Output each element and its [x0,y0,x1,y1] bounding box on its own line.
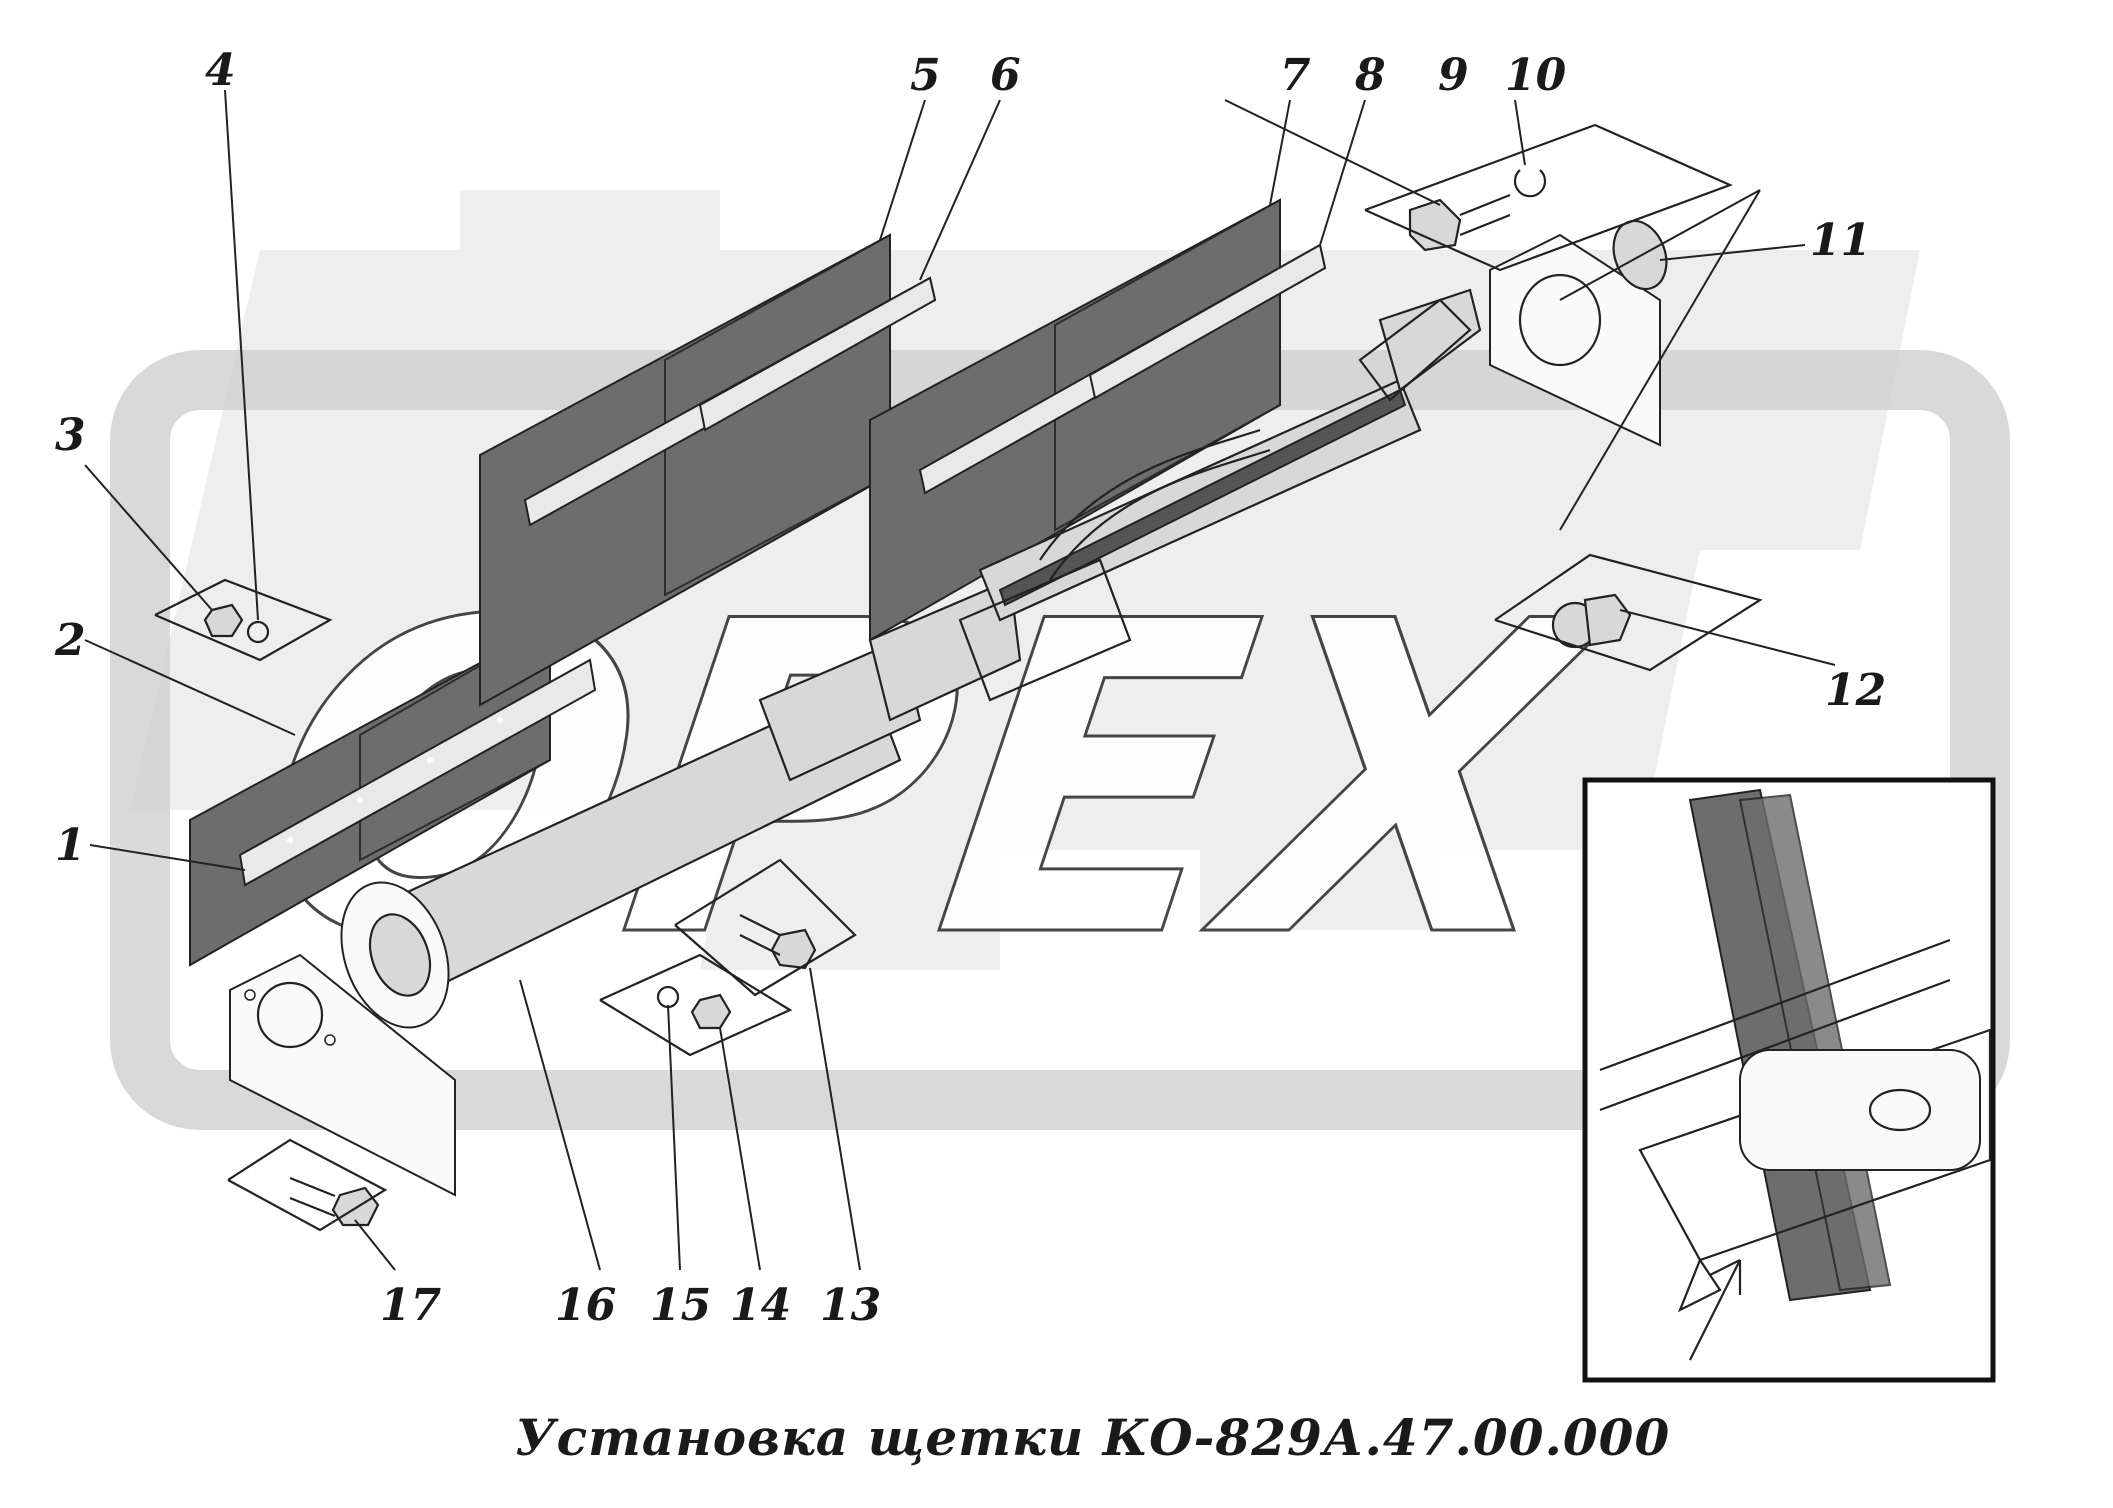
callout-11: 11 [1810,215,1871,266]
callout-1: 1 [55,820,86,871]
callout-17: 17 [380,1280,442,1331]
hardware-groups [154,123,1763,1232]
callout-9: 9 [1438,50,1469,101]
callout-15: 15 [650,1280,711,1331]
upper-brush-panel-left [479,233,937,707]
callout-12: 12 [1825,665,1886,716]
callout-2: 2 [54,615,86,666]
callout-7: 7 [1280,50,1311,101]
callout-14: 14 [730,1280,791,1331]
callout-13: 13 [820,1280,881,1331]
callout-16: 16 [555,1280,616,1331]
drawing-caption: Установка щетки КО-829А.47.00.000 [515,1408,1670,1467]
callout-10: 10 [1505,50,1567,101]
callout-4: 4 [205,45,236,96]
upper-brush-panel-right [869,198,1327,642]
callout-5: 5 [910,50,941,101]
callout-6: 6 [990,50,1021,101]
callout-8: 8 [1354,50,1386,101]
end-plate-left [229,953,456,1197]
bearing-housing [340,881,450,1029]
callout-3: 3 [55,410,86,461]
callouts: 1 2 3 4 5 6 7 8 9 10 11 12 13 14 15 16 1… [54,45,1886,1331]
brush-shaft [388,288,1482,992]
inset-detail-view [1582,777,1996,1383]
end-plate-right [1489,233,1661,447]
leader-lines [84,89,1836,1271]
left-brush-panel [189,623,597,967]
